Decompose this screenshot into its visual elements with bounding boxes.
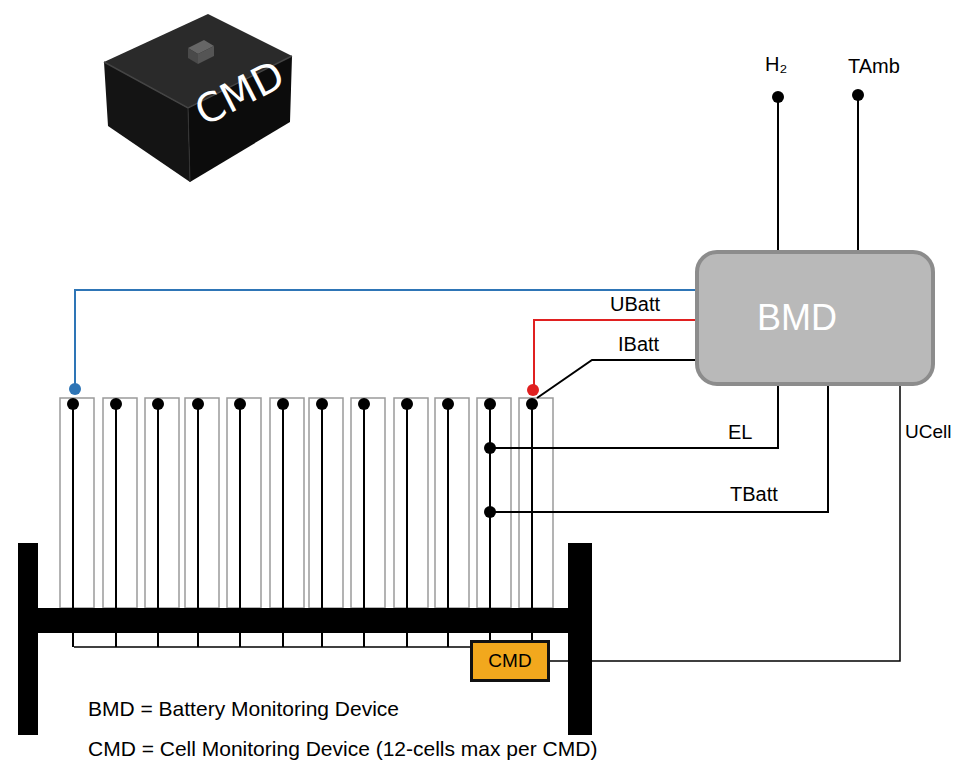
- rack-bar: [18, 608, 592, 633]
- battery-cell: [351, 398, 385, 608]
- battery-cell: [270, 398, 304, 608]
- device-name: BMD: [757, 298, 837, 338]
- blue-wire: [75, 290, 697, 386]
- terminal-dot: [110, 398, 122, 410]
- monitoring-unit-box: BMD: [695, 250, 935, 386]
- battery-cell: [477, 398, 511, 608]
- device-name: CMD: [488, 650, 531, 672]
- terminal-dot: [316, 398, 328, 410]
- terminal-dot: [442, 398, 454, 410]
- terminal-dot: [772, 91, 784, 103]
- terminal-dot: [484, 398, 496, 410]
- battery-cell: [435, 398, 469, 608]
- rack-post: [568, 543, 592, 735]
- battery-cell: [60, 398, 94, 608]
- battery-cell: [145, 398, 179, 608]
- terminal-dot: [234, 398, 246, 410]
- abbreviation-note: BMD = Battery Monitoring Device: [88, 697, 399, 721]
- terminal-dot: [526, 398, 538, 410]
- signal-name: UBatt: [610, 292, 660, 316]
- terminal-dot: [152, 398, 164, 410]
- abbreviation-note: CMD = Cell Monitoring Device (12-cells m…: [88, 737, 597, 761]
- el-wire: [490, 384, 778, 448]
- battery-cell: [519, 398, 553, 608]
- terminal-dot: [401, 398, 413, 410]
- rack-post: [18, 543, 38, 735]
- terminal-dot: [69, 383, 81, 395]
- signal-name: UCell: [905, 420, 951, 444]
- signal-name: EL: [728, 420, 752, 444]
- device-illustration: CMD: [100, 6, 296, 186]
- terminal-dot: [277, 398, 289, 410]
- ubatt-wire: [534, 320, 697, 388]
- battery-cell: [227, 398, 261, 608]
- signal-name: TBatt: [730, 482, 778, 506]
- signal-name: H₂: [765, 52, 787, 76]
- battery-cell: [394, 398, 428, 608]
- terminal-dot: [484, 442, 496, 454]
- terminal-dot: [192, 398, 204, 410]
- tbatt-wire: [490, 384, 828, 512]
- cell-taps: [67, 398, 538, 647]
- terminal-dot: [67, 398, 79, 410]
- battery-cell: [185, 398, 219, 608]
- battery-cell: [309, 398, 343, 608]
- signal-name: TAmb: [848, 54, 900, 78]
- terminal-dot: [852, 89, 864, 101]
- terminal-dot: [484, 506, 496, 518]
- signal-connector: [550, 386, 900, 661]
- sense-bus: [74, 646, 532, 648]
- terminal-dot: [527, 384, 539, 396]
- battery-cell: [103, 398, 137, 608]
- battery-cells: [60, 398, 553, 608]
- terminal-dot: [358, 398, 370, 410]
- h2-wire: [777, 97, 779, 252]
- signal-name: IBatt: [618, 332, 659, 356]
- ibatt-wire: [537, 360, 697, 398]
- tamb-wire: [857, 95, 859, 252]
- monitoring-module-box: CMD: [470, 640, 550, 682]
